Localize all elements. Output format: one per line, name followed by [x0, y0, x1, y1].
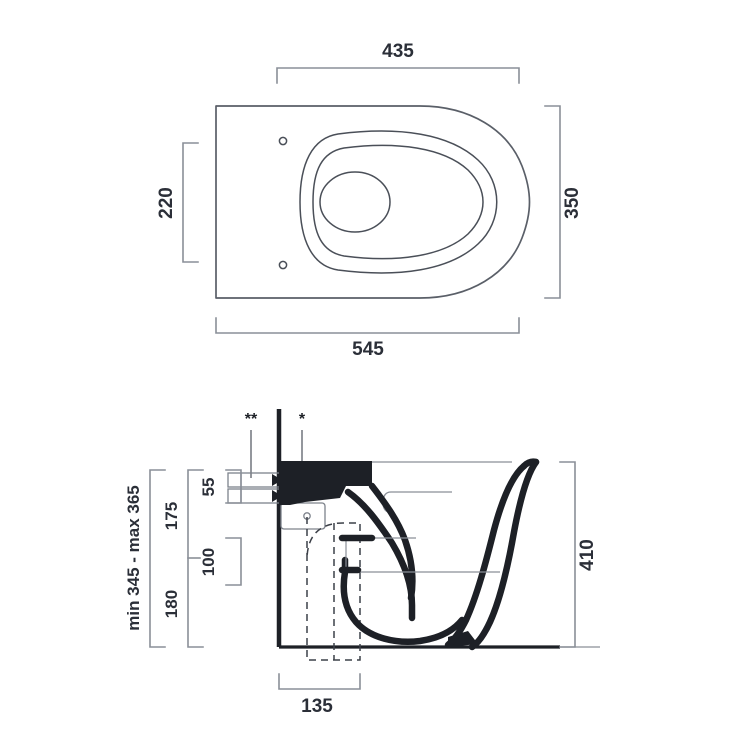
dimension-545: 545 — [215, 317, 520, 360]
hidden-frame-outline — [306, 517, 361, 661]
dimension-135-label: 135 — [301, 696, 333, 717]
note-single-asterisk-label: * — [299, 411, 306, 428]
dimension-435: 435 — [276, 41, 520, 84]
dimension-175-180-stack: 175 180 — [162, 469, 204, 648]
dimension-175-label: 175 — [162, 502, 181, 530]
dimension-220: 220 — [156, 142, 199, 263]
inspection-plate-body — [280, 502, 326, 530]
seat-top-cap — [520, 458, 540, 470]
dimension-435-label: 435 — [382, 41, 414, 62]
fixing-hole-upper-icon — [278, 136, 288, 146]
dimension-55: 55 — [199, 469, 242, 504]
dimension-100: 100 — [199, 537, 242, 586]
dimension-545-label: 545 — [352, 339, 384, 360]
dimension-135: 135 — [278, 673, 361, 717]
dimension-410-label: 410 — [577, 539, 598, 571]
dimension-180-label: 180 — [162, 590, 181, 618]
note-double-asterisk-label: ** — [245, 411, 258, 428]
bowl-section-outer — [368, 482, 416, 602]
bowl-inner-outline — [312, 144, 484, 260]
seat-outer-profile — [444, 462, 528, 649]
dimension-100-label: 100 — [199, 548, 218, 576]
dimension-350: 350 — [544, 105, 583, 299]
seat-inner-profile — [468, 458, 540, 651]
annotation-single-asterisk: * — [299, 411, 306, 466]
dimension-220-label: 220 — [156, 187, 177, 219]
flush-outlet-ellipse — [319, 171, 391, 233]
dimension-410: 410 — [559, 461, 598, 648]
annotation-double-asterisk: ** — [245, 411, 258, 478]
bowl-top-rim-section — [279, 461, 372, 505]
bowl-rim-outline — [299, 130, 498, 274]
dimension-350-label: 350 — [562, 187, 583, 219]
dimension-height-range-label: min 345 - max 365 — [124, 485, 143, 631]
top-view: 435 220 350 545 — [156, 41, 583, 360]
bowl-trap-profile — [340, 556, 466, 645]
side-view: ** * — [124, 409, 600, 717]
dimension-55-label: 55 — [199, 478, 218, 497]
dimension-height-range: min 345 - max 365 — [124, 469, 166, 648]
top-view-body-outline — [215, 105, 531, 299]
fixing-hole-lower-icon — [278, 260, 288, 270]
